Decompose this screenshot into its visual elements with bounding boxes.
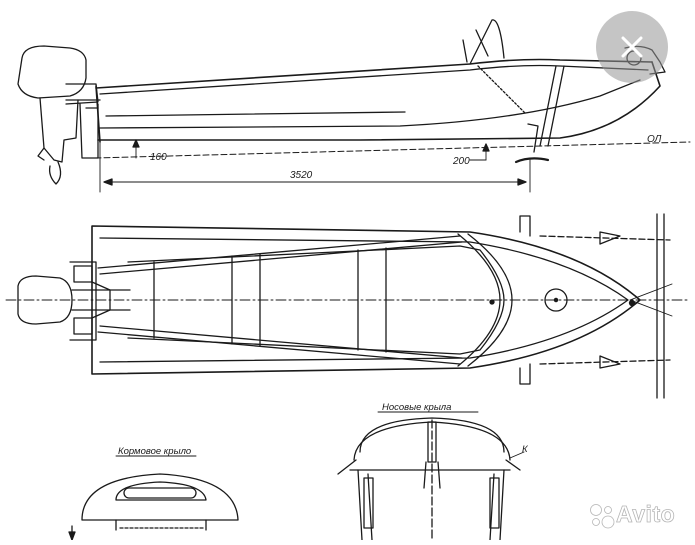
dim-bow-height: 200 xyxy=(452,156,470,167)
close-icon xyxy=(621,36,643,58)
side-view xyxy=(17,19,691,193)
dim-transom-height: 160 xyxy=(150,152,167,163)
dim-overall-length: 3520 xyxy=(290,170,313,181)
close-button[interactable] xyxy=(596,11,668,83)
avito-dots-icon xyxy=(590,504,615,529)
bow-wing-callout: К xyxy=(522,444,529,455)
bow-wing-detail xyxy=(337,411,525,541)
plan-view xyxy=(5,213,691,399)
avito-watermark: Avito xyxy=(588,500,692,530)
bow-wing-title: Носовые крыла xyxy=(382,402,451,413)
stern-wing-title: Кормовое крыло xyxy=(118,446,191,457)
watermark-text: Avito xyxy=(616,501,676,528)
waterline-label: ОЛ xyxy=(647,134,661,145)
outboard-motor xyxy=(17,45,101,185)
outboard-motor-top xyxy=(17,261,131,341)
stern-wing-detail xyxy=(68,455,239,541)
